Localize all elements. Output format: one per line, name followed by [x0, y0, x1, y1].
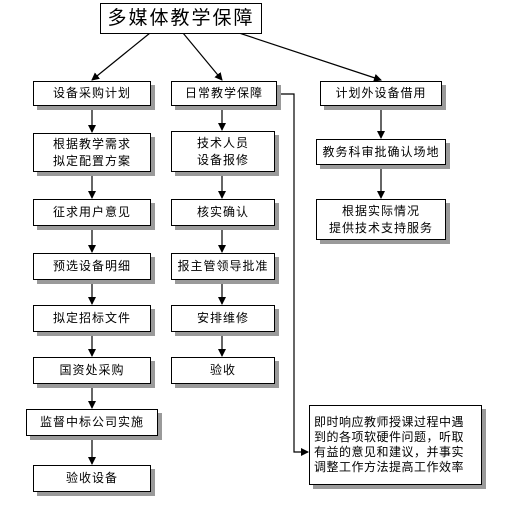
left-header-text: 设备采购计划 — [52, 86, 131, 100]
note-line-3: 有益的意见和建议，并事实 — [314, 445, 465, 459]
middle-step-2-box: 核实确认 — [171, 199, 275, 226]
arrow-middle-to-note — [277, 93, 309, 456]
right-step-2-line-2: 提供技术支持服务 — [328, 220, 433, 235]
left-step-3-box: 预选设备明细 — [33, 253, 151, 280]
left-step-1-box: 根据教学需求 拟定配置方案 — [33, 133, 151, 172]
right-step-2-line-1: 根据实际情况 — [341, 203, 420, 218]
middle-step-3-box: 报主管领导批准 — [171, 253, 275, 280]
left-step-5-text: 国资处采购 — [59, 363, 125, 377]
left-step-1-line-1: 根据教学需求 — [52, 136, 131, 151]
title-box: 多媒体教学保障 — [100, 3, 262, 34]
left-step-3-text: 预选设备明细 — [52, 259, 131, 273]
left-step-6-box: 监督中标公司实施 — [26, 409, 158, 436]
middle-step-2-text: 核实确认 — [196, 205, 249, 219]
middle-step-5-text: 验收 — [209, 363, 236, 377]
left-step-6-text: 监督中标公司实施 — [39, 415, 144, 429]
middle-step-4-text: 安排维修 — [196, 311, 249, 325]
right-step-2-box: 根据实际情况 提供技术支持服务 — [316, 199, 446, 240]
middle-step-1-line-2: 设备报修 — [196, 152, 249, 167]
left-step-2-box: 征求用户意见 — [33, 199, 151, 226]
right-step-1-box: 教务科审批确认场地 — [316, 139, 446, 165]
arrow-title-to-middle — [182, 32, 223, 81]
note-line-1: 即时响应教师授课过程中遇 — [314, 415, 465, 429]
middle-step-4-box: 安排维修 — [171, 305, 275, 332]
arrow-title-to-right — [229, 29, 382, 82]
middle-step-1-box: 技术人员 设备报修 — [171, 131, 275, 172]
middle-header-box: 日常教学保障 — [171, 81, 277, 106]
left-step-4-text: 拟定招标文件 — [52, 311, 131, 325]
left-step-4-box: 拟定招标文件 — [33, 305, 151, 332]
left-step-2-text: 征求用户意见 — [52, 205, 131, 219]
note-box: 即时响应教师授课过程中遇 到的各项软硬件问题，听取 有益的意见和建议，并事实 调… — [309, 405, 482, 485]
middle-step-1-line-1: 技术人员 — [196, 135, 249, 150]
right-step-1-text: 教务科审批确认场地 — [322, 144, 440, 159]
middle-step-3-text: 报主管领导批准 — [177, 259, 269, 273]
middle-step-5-box: 验收 — [171, 357, 275, 384]
note-line-4: 调整工作方法提高工作效率 — [314, 460, 465, 474]
right-header-text: 计划外设备借用 — [335, 86, 427, 100]
left-step-7-box: 验收设备 — [33, 465, 151, 492]
right-header-box: 计划外设备借用 — [320, 81, 442, 106]
title-text: 多媒体教学保障 — [107, 7, 255, 29]
left-step-1-line-2: 拟定配置方案 — [52, 153, 131, 168]
left-header-box: 设备采购计划 — [33, 81, 151, 106]
note-line-2: 到的各项软硬件问题，听取 — [314, 430, 465, 444]
middle-header-text: 日常教学保障 — [184, 86, 263, 100]
left-step-5-box: 国资处采购 — [33, 357, 151, 384]
arrow-title-to-left — [91, 32, 151, 81]
left-step-7-text: 验收设备 — [65, 471, 118, 485]
